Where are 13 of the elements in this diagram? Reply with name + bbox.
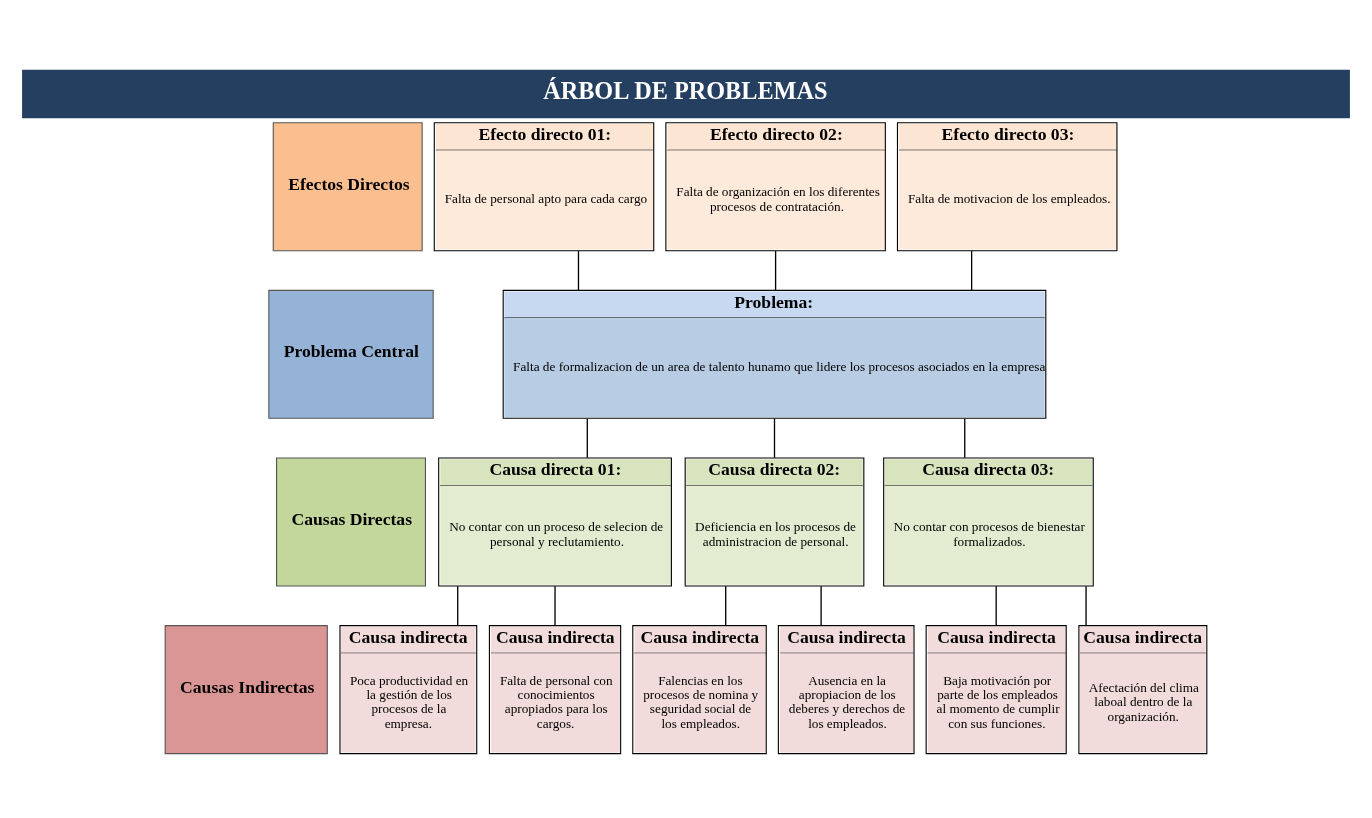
connector (964, 417, 966, 458)
connector (773, 417, 776, 458)
connector (1085, 585, 1087, 626)
connector (586, 417, 588, 458)
connector (554, 585, 556, 626)
connector (725, 585, 727, 626)
diagram-title: ÁRBOL DE PROBLEMAS (543, 76, 828, 104)
connector (457, 585, 459, 626)
connector (820, 585, 822, 626)
connector (577, 249, 580, 291)
connector (995, 585, 997, 626)
connector (971, 249, 973, 291)
connector (774, 249, 777, 291)
